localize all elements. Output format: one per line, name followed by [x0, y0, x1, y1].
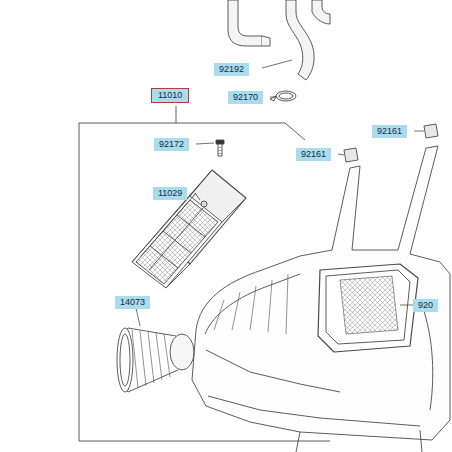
leader-line — [270, 97, 276, 98]
leader-line — [195, 193, 200, 200]
callout-number: 92170 — [228, 91, 263, 104]
leader-line — [196, 143, 214, 144]
callout-number: 920 — [413, 299, 438, 312]
leader-line — [262, 60, 292, 68]
rubber-pad — [344, 124, 438, 162]
air-filter-element — [132, 170, 246, 288]
leader-line — [136, 308, 140, 326]
callout-number: 92161 — [372, 125, 407, 138]
callout-number: 92192 — [214, 63, 249, 76]
callout-number: 14073 — [115, 296, 150, 309]
intake-funnel — [117, 328, 194, 392]
hose-clamp — [270, 91, 296, 101]
air-cleaner-housing — [192, 146, 450, 452]
callout-number: 11029 — [153, 187, 187, 200]
callout-number: 92161 — [296, 148, 331, 161]
callout-number: 92172 — [154, 138, 189, 151]
leader-line — [338, 131, 424, 305]
callout-number: 11010 — [151, 88, 189, 103]
screw — [216, 140, 224, 156]
